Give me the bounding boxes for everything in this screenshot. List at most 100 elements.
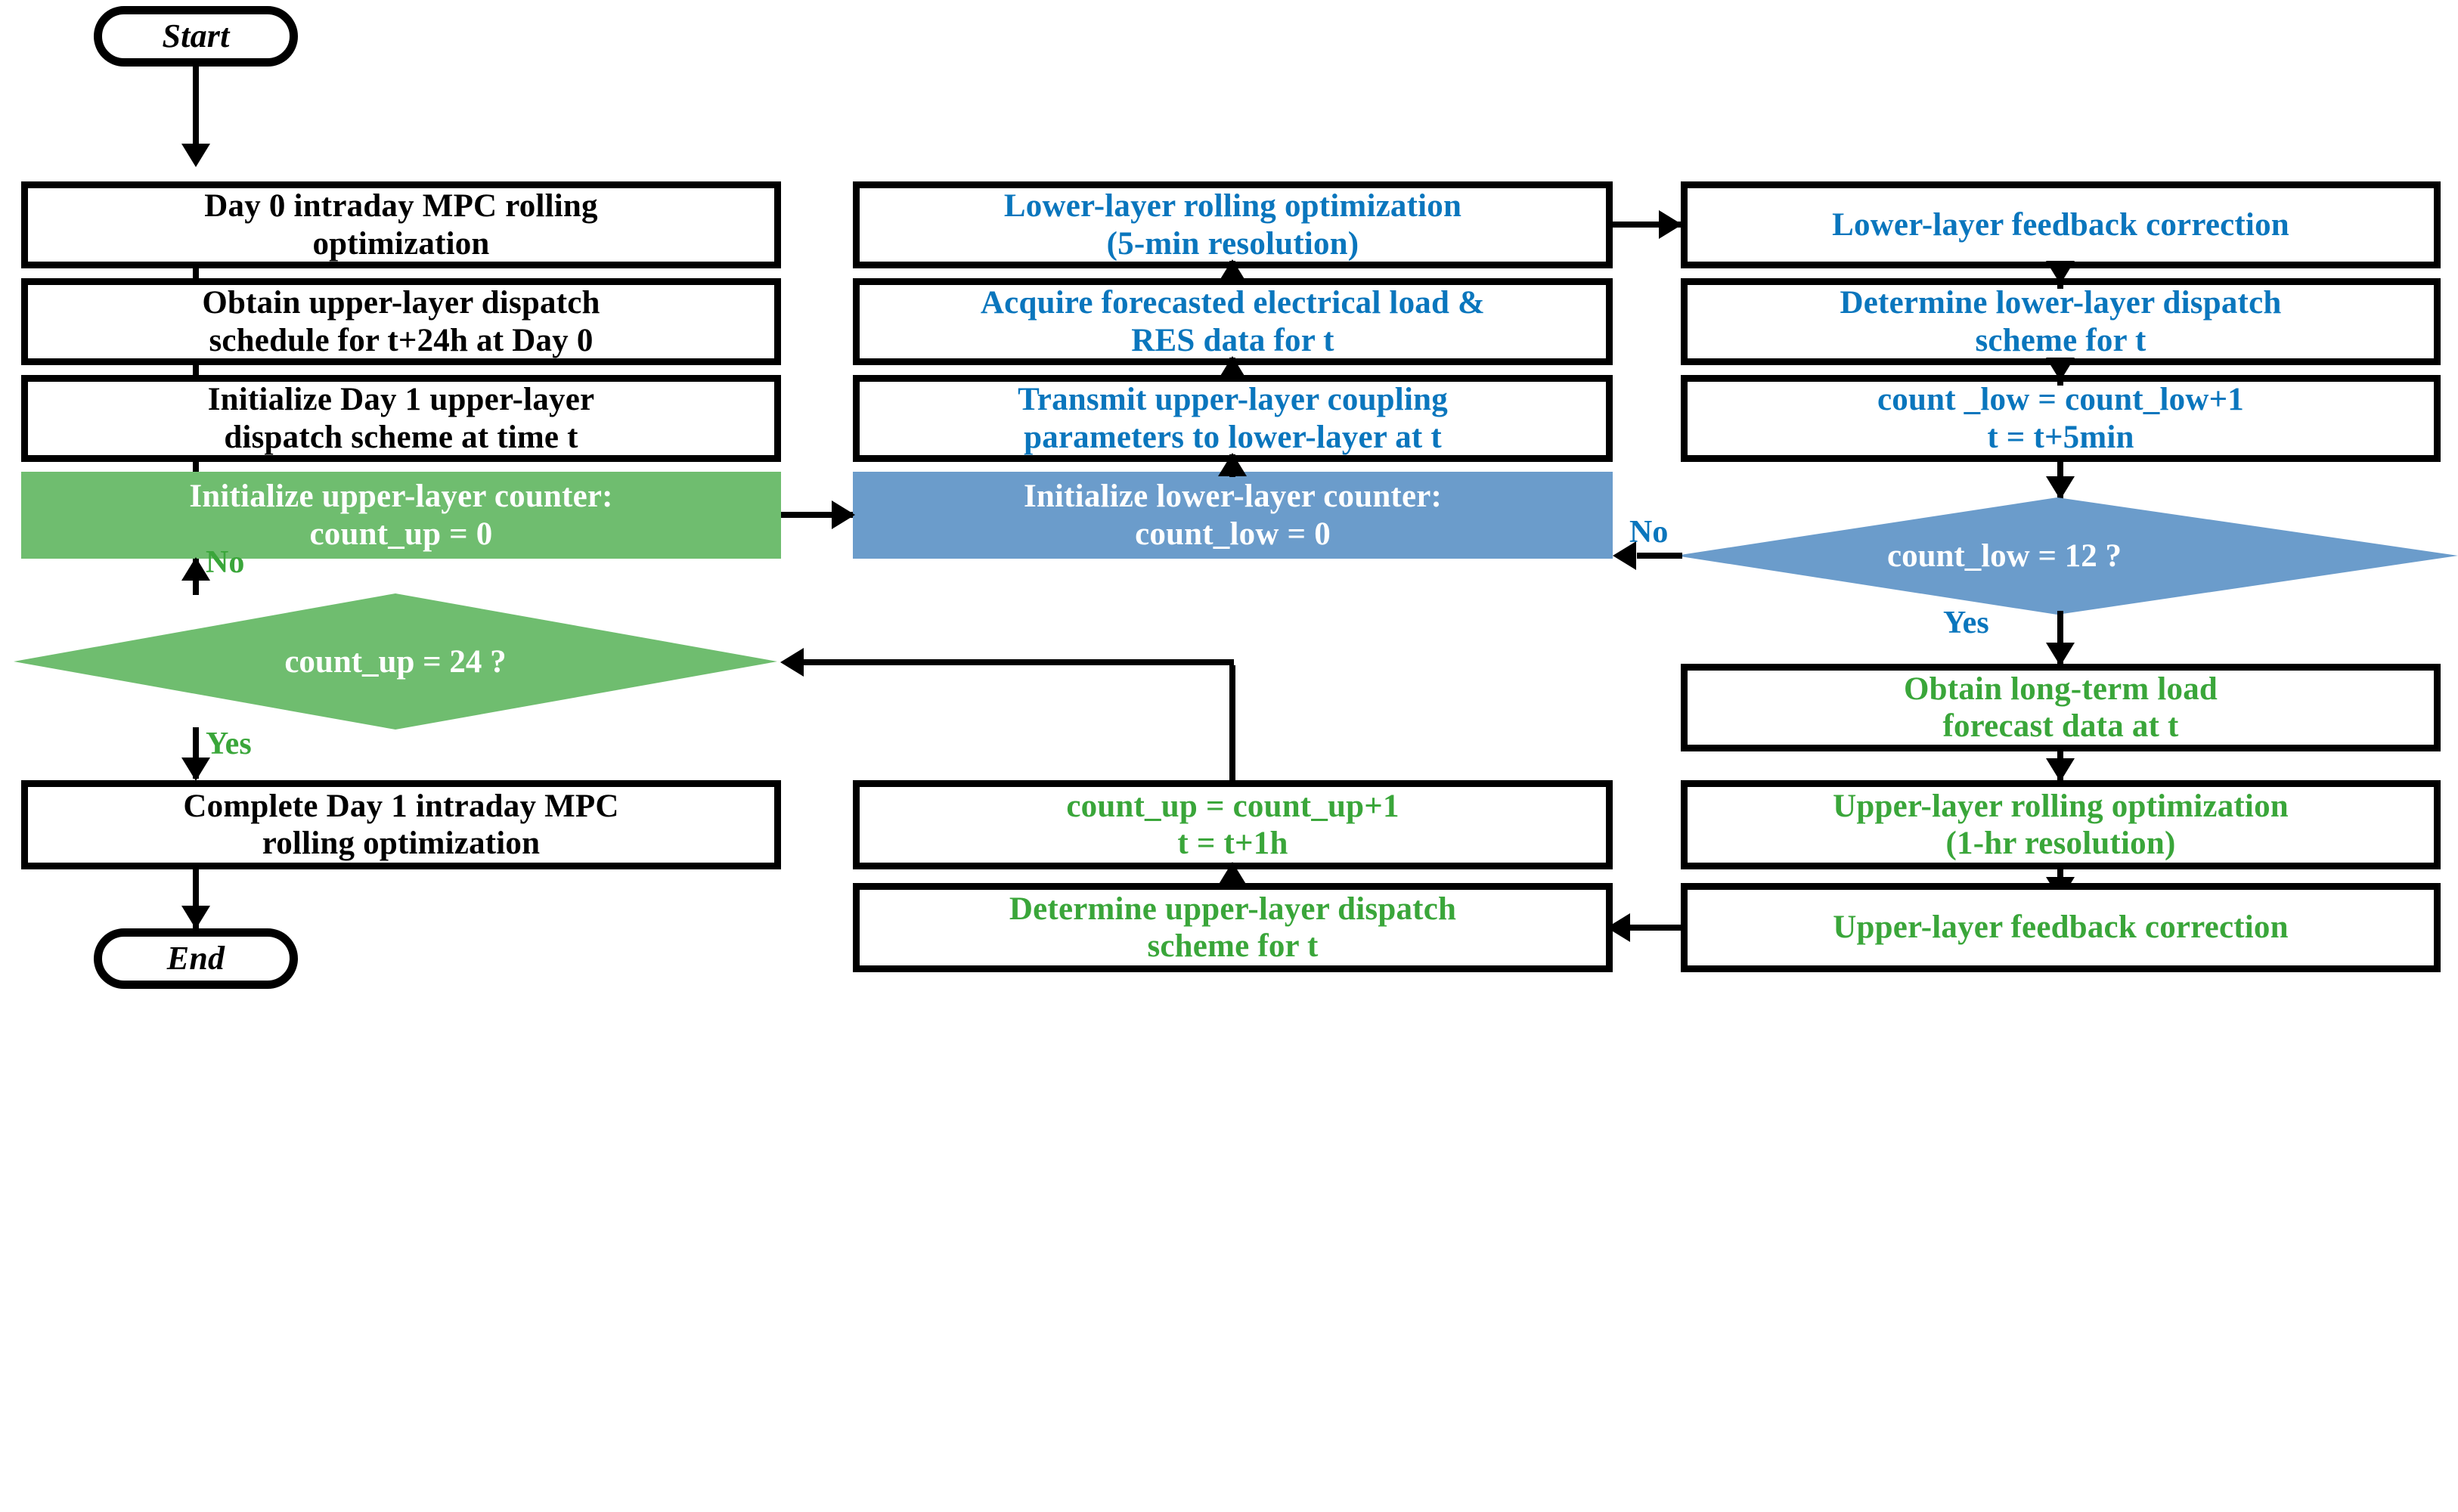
node-init-lower-counter-line2: count_low = 0 [1135,516,1331,552]
node-determine-lower[interactable]: Determine lower-layer dispatch scheme fo… [1681,278,2441,365]
node-lower-rolling-line1: Lower-layer rolling optimization [1003,188,1462,225]
arrowhead-low-no [1613,541,1636,570]
node-acquire-forecast-line1: Acquire forecasted electrical load & [980,285,1486,321]
node-day0-opt-line2: optimization [312,225,490,262]
node-init-lower-counter-line1: Initialize lower-layer counter: [1023,479,1443,515]
arrowhead-transmit-to-acquire [1218,356,1247,380]
arrowhead-countup-to-diamond [780,648,804,677]
node-count-low-incr-line1: count _low = count_low+1 [1877,382,2245,418]
node-lower-rolling[interactable]: Lower-layer rolling optimization (5-min … [853,181,1613,268]
node-end[interactable]: End [94,928,298,989]
node-lower-feedback-label: Lower-layer feedback correction [1832,206,2289,243]
arrowhead-determineupper-to-countup [1218,862,1247,885]
node-complete-day1-text: Complete Day 1 intraday MPC rolling opti… [174,788,628,862]
node-transmit-params-text: Transmit upper-layer coupling parameters… [1009,381,1457,455]
node-day0-opt-line1: Day 0 intraday MPC rolling [204,188,598,225]
node-count-low-incr[interactable]: count _low = count_low+1 t = t+5min [1681,375,2441,462]
node-lower-feedback[interactable]: Lower-layer feedback correction [1681,181,2441,268]
node-init-upper-counter-line1: Initialize upper-layer counter: [189,479,613,515]
node-decide-up-label: count_up = 24 ? [284,643,507,680]
arrowhead-initlower-to-transmit [1218,453,1247,476]
node-determine-lower-text: Determine lower-layer dispatch scheme fo… [1831,284,2291,358]
edge-low-yes [2057,611,2063,664]
node-decide-low[interactable]: count_low = 12 ? [1675,497,2458,615]
node-upper-rolling-line2: (1-hr resolution) [1945,826,2176,861]
node-transmit-params-line1: Transmit upper-layer coupling [1018,382,1448,418]
node-start[interactable]: Start [94,6,298,67]
node-determine-lower-line2: scheme for t [1975,322,2146,358]
node-transmit-params[interactable]: Transmit upper-layer coupling parameters… [853,375,1613,462]
node-init-upper-counter-text: Initialize upper-layer counter: count_up… [180,478,621,552]
node-obtain-upper-line2: schedule for t+24h at Day 0 [209,322,594,358]
node-determine-upper[interactable]: Determine upper-layer dispatch scheme fo… [853,883,1613,972]
edge-up-yes [193,727,199,779]
edge-upperfeedback-to-determineupper [1629,925,1684,931]
arrowhead-upcounter-to-lowcounter [832,500,855,529]
node-count-up-incr[interactable]: count_up = count_up+1 t = t+1h [853,780,1613,869]
node-upper-feedback[interactable]: Upper-layer feedback correction [1681,883,2441,972]
node-determine-upper-text: Determine upper-layer dispatch scheme fo… [1000,891,1465,965]
edge-complete-to-end [193,869,199,931]
node-determine-upper-line1: Determine upper-layer dispatch [1009,891,1457,927]
node-init-upper-counter-line2: count_up = 0 [309,516,493,552]
node-init-day1-line1: Initialize Day 1 upper-layer [207,382,595,418]
node-init-lower-counter-text: Initialize lower-layer counter: count_lo… [1015,478,1451,552]
edge-upcounter-to-lowcounter [781,512,853,518]
node-start-label: Start [162,17,230,54]
node-count-up-incr-line2: t = t+1h [1177,826,1288,861]
arrowhead-upperfeedback-to-determineupper [1607,913,1630,942]
arrowhead-determinelower-to-countlow [2046,358,2075,381]
node-obtain-longterm-line1: Obtain long-term load [1903,671,2218,707]
node-lower-rolling-line2: (5-min resolution) [1106,225,1359,262]
arrowhead-up-no [181,557,210,581]
node-init-day1-text: Initialize Day 1 upper-layer dispatch sc… [199,381,604,455]
node-obtain-longterm-text: Obtain long-term load forecast data at t [1895,671,2227,745]
node-count-low-incr-line2: t = t+5min [1987,419,2134,455]
edge-lowerrolling-to-feedback [1613,222,1682,228]
node-complete-day1[interactable]: Complete Day 1 intraday MPC rolling opti… [21,780,781,869]
edge-low-no [1637,553,1682,559]
decision-blue-shape [1675,497,2458,615]
arrowhead-acquire-to-lowerrolling [1218,259,1247,283]
edge-label-up-no: No [206,545,245,580]
node-obtain-longterm[interactable]: Obtain long-term load forecast data at t [1681,664,2441,751]
node-upper-rolling[interactable]: Upper-layer rolling optimization (1-hr r… [1681,780,2441,869]
node-day0-opt[interactable]: Day 0 intraday MPC rolling optimization [21,181,781,268]
node-init-day1[interactable]: Initialize Day 1 upper-layer dispatch sc… [21,375,781,462]
node-init-upper-counter[interactable]: Initialize upper-layer counter: count_up… [21,472,781,559]
node-upper-rolling-text: Upper-layer rolling optimization (1-hr r… [1824,788,2298,862]
arrowhead-lowerrolling-to-feedback [1659,210,1682,239]
node-count-low-incr-text: count _low = count_low+1 t = t+5min [1868,381,2253,455]
node-upper-feedback-label: Upper-layer feedback correction [1833,909,2289,946]
node-decide-up[interactable]: count_up = 24 ? [14,593,777,730]
node-acquire-forecast-line2: RES data for t [1131,322,1334,358]
arrowhead-complete-to-end [181,906,210,929]
edge-countup-to-diamond-horz [801,659,1234,665]
node-determine-upper-line2: scheme for t [1147,928,1319,964]
edge-label-low-yes: Yes [1943,606,1989,640]
arrowhead-longterm-to-upperrolling [2046,758,2075,782]
arrowhead-low-yes [2046,643,2075,666]
node-complete-day1-line2: rolling optimization [262,826,541,861]
arrowhead-countlow-to-diamond [2046,476,2075,500]
node-decide-low-label: count_low = 12 ? [1887,538,2122,574]
node-determine-lower-line1: Determine lower-layer dispatch [1840,285,2282,321]
edge-start-to-day0 [193,67,199,157]
edge-countup-to-diamond-vert [1229,665,1235,782]
edge-label-up-yes: Yes [206,727,252,761]
edge-label-low-no: No [1629,515,1669,550]
node-complete-day1-line1: Complete Day 1 intraday MPC [183,788,619,824]
node-obtain-upper[interactable]: Obtain upper-layer dispatch schedule for… [21,278,781,365]
node-obtain-upper-text: Obtain upper-layer dispatch schedule for… [193,284,609,358]
node-acquire-forecast-text: Acquire forecasted electrical load & RES… [972,284,1494,358]
node-init-day1-line2: dispatch scheme at time t [224,419,578,455]
node-lower-rolling-text: Lower-layer rolling optimization (5-min … [995,187,1471,262]
arrowhead-start-to-day0 [181,144,210,167]
node-obtain-upper-line1: Obtain upper-layer dispatch [202,285,600,321]
node-upper-rolling-line1: Upper-layer rolling optimization [1833,788,2289,824]
node-init-lower-counter[interactable]: Initialize lower-layer counter: count_lo… [853,472,1613,559]
decision-green-shape [14,593,777,730]
node-acquire-forecast[interactable]: Acquire forecasted electrical load & RES… [853,278,1613,365]
node-obtain-longterm-line2: forecast data at t [1942,708,2179,744]
